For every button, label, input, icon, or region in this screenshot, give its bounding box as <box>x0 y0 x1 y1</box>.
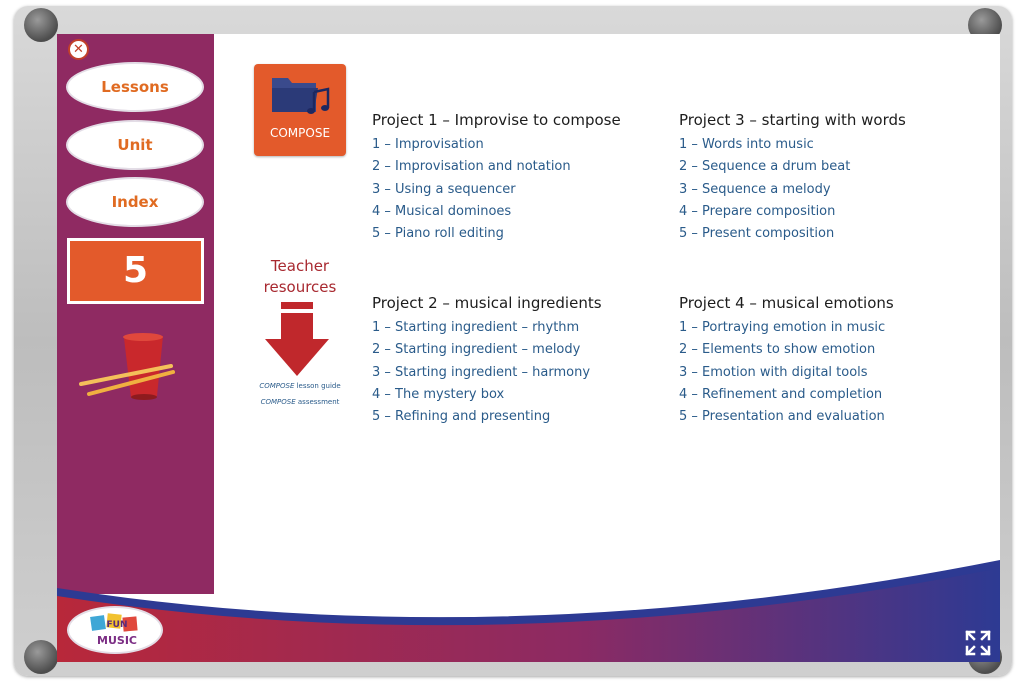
frame-corner <box>24 640 58 674</box>
project-title: Project 2 – musical ingredients <box>372 294 602 312</box>
whiteboard-frame: ✕ Lessons Unit Index 5 <box>14 6 1012 676</box>
frame-corner <box>24 8 58 42</box>
lesson-link[interactable]: 4 – Musical dominoes <box>372 203 512 219</box>
teacher-resources-title: Teacher resources <box>247 256 353 298</box>
project-4: Project 4 – musical emotions 1 – Portray… <box>679 293 969 428</box>
lesson-link[interactable]: 5 – Piano roll editing <box>372 226 504 242</box>
lesson-link[interactable]: 1 – Words into music <box>679 137 814 152</box>
assessment-text: assessment <box>295 398 340 406</box>
lesson-link[interactable]: 5 – Present composition <box>679 226 835 242</box>
lesson-link[interactable]: 3 – Sequence a melody <box>679 181 831 197</box>
lesson-link[interactable]: 2 – Improvisation and notation <box>372 159 571 175</box>
lesson-link[interactable]: 3 – Emotion with digital tools <box>679 364 868 380</box>
logo-graphic: FUN MUSIC <box>90 613 138 647</box>
lesson-link[interactable]: 2 – Elements to show emotion <box>679 342 876 358</box>
assessment-italic: COMPOSE <box>260 398 296 406</box>
sidebar: ✕ Lessons Unit Index 5 <box>57 34 214 594</box>
project-3: Project 3 – starting with words 1 – Word… <box>679 110 969 245</box>
lessons-button[interactable]: Lessons <box>66 62 204 112</box>
lesson-link[interactable]: 2 – Starting ingredient – melody <box>372 342 581 358</box>
drum-icon <box>79 333 175 400</box>
project-1: Project 1 – Improvise to compose 1 – Imp… <box>372 110 662 245</box>
project-2: Project 2 – musical ingredients 1 – Star… <box>372 293 662 428</box>
logo-line1: FUN <box>107 620 128 630</box>
lesson-link[interactable]: 4 – Refinement and completion <box>679 386 883 402</box>
fun-music-logo[interactable]: FUN MUSIC <box>67 606 163 654</box>
unit-button[interactable]: Unit <box>66 120 204 170</box>
project-title: Project 1 – Improvise to compose <box>372 111 621 129</box>
down-arrow-icon <box>265 302 329 376</box>
lesson-link[interactable]: 3 – Starting ingredient – harmony <box>372 364 591 380</box>
bottom-band <box>57 560 1000 662</box>
lesson-link[interactable]: 4 – The mystery box <box>372 386 505 402</box>
compose-tile[interactable]: COMPOSE <box>254 64 346 156</box>
compose-label: COMPOSE <box>269 126 331 140</box>
lesson-link[interactable]: 2 – Sequence a drum beat <box>679 159 851 175</box>
lesson-guide-link[interactable]: COMPOSE lesson guide <box>237 382 363 390</box>
board: ✕ Lessons Unit Index 5 <box>57 34 1000 662</box>
project-title: Project 3 – starting with words <box>679 111 906 129</box>
folder-music-icon <box>272 78 330 114</box>
lesson-link[interactable]: 1 – Portraying emotion in music <box>679 320 886 335</box>
project-title: Project 4 – musical emotions <box>679 294 894 312</box>
lesson-link[interactable]: 5 – Refining and presenting <box>372 409 551 425</box>
lesson-link[interactable]: 5 – Presentation and evaluation <box>679 409 885 425</box>
assessment-link[interactable]: COMPOSE assessment <box>237 398 363 406</box>
close-button[interactable]: ✕ <box>68 39 89 60</box>
teacher-title-line1: Teacher <box>270 257 330 275</box>
close-icon: ✕ <box>73 42 84 57</box>
lesson-link[interactable]: 1 – Improvisation <box>372 137 484 152</box>
guide-text: lesson guide <box>294 382 341 390</box>
lesson-link[interactable]: 1 – Starting ingredient – rhythm <box>372 320 580 335</box>
lesson-link[interactable]: 4 – Prepare composition <box>679 203 836 219</box>
guide-italic: COMPOSE <box>259 382 295 390</box>
teacher-title-line2: resources <box>263 278 337 296</box>
expand-icon[interactable] <box>965 630 991 656</box>
lesson-link[interactable]: 3 – Using a sequencer <box>372 181 516 197</box>
index-button[interactable]: Index <box>66 177 204 227</box>
logo-line2: MUSIC <box>97 634 137 647</box>
year-badge: 5 <box>67 238 204 304</box>
